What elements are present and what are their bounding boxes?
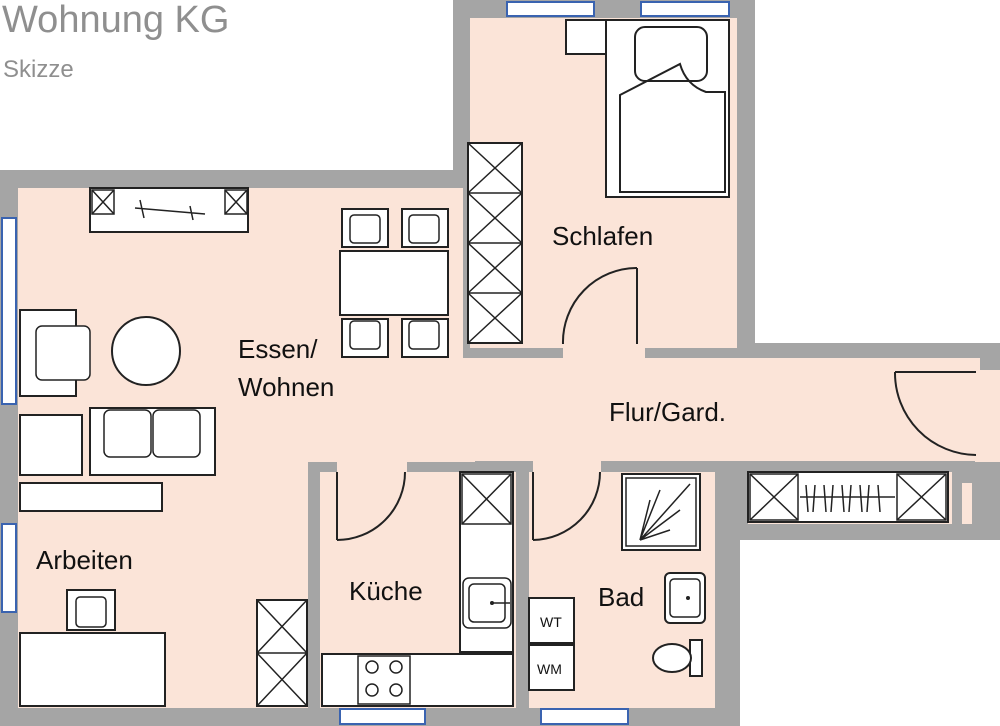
window-schlafen-1 [506,1,595,17]
window-kueche [339,708,426,725]
desk [19,632,166,707]
pillow [634,26,708,82]
stove [357,655,411,705]
label-wohnen: Wohnen [238,372,334,402]
hallway-furniture [747,371,977,523]
label-kueche: Küche [349,576,423,606]
washing-machine [528,644,575,691]
window-wohnen [1,217,17,405]
room-labels: Essen/ Wohnen Schlafen Flur/Gard. Arbeit… [36,221,726,612]
window-schlafen-2 [640,1,730,17]
dining-table [339,250,449,316]
label-essen: Essen/ [238,334,318,364]
nightstand [565,19,607,55]
window-arbeiten [1,523,17,613]
tv [134,199,206,221]
dryer-label: WT [540,614,562,630]
bedroom-furniture [467,19,730,345]
blanket [619,62,726,193]
plan-subtitle: Skizze [3,56,74,83]
kitchen-furniture [321,471,514,707]
plan-title: Wohnung KG [2,0,229,41]
round-table [111,316,181,386]
shelf [19,482,163,512]
windows [1,1,730,725]
kitchen-bottom-counter [321,653,514,707]
sideboard [89,187,249,233]
door-openings [337,343,1000,474]
toilet [652,643,692,673]
dryer [528,597,575,644]
label-flur: Flur/Gard. [609,397,726,427]
ottoman [19,414,83,476]
label-bad: Bad [598,582,644,612]
label-schlafen: Schlafen [552,221,653,251]
bathroom-furniture: WT WM [528,471,706,691]
work-furniture [19,589,308,707]
washing-machine-label: WM [537,661,562,677]
living-furniture [19,187,449,512]
label-arbeiten: Arbeiten [36,545,133,575]
window-bad [540,708,629,725]
